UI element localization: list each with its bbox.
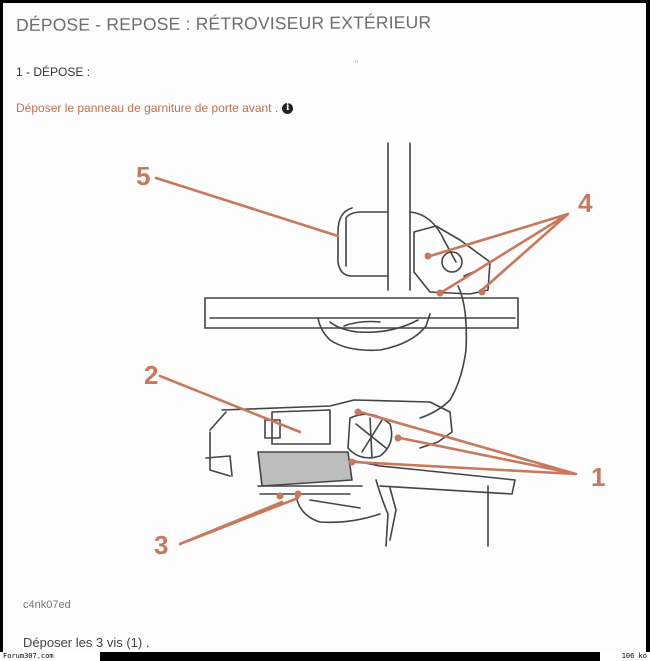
watermark-size: 106 ko <box>600 652 650 661</box>
info-icon[interactable]: i <box>282 102 294 114</box>
figure-reference: c4nk07ed <box>23 599 71 611</box>
watermark-site: Forum307.com <box>0 652 100 661</box>
callout-3: 3 <box>154 530 168 560</box>
callout-4: 4 <box>578 188 593 218</box>
document-page: DÉPOSE - REPOSE : RÉTROVISEUR EXTÉRIEUR … <box>3 3 646 652</box>
footer-instruction: Déposer les 3 vis (1) . <box>23 635 150 650</box>
mirror-removal-diagram: 5 4 2 1 3 <box>136 142 605 560</box>
callout-2: 2 <box>144 360 158 390</box>
section-heading: 1 - DÉPOSE : <box>16 65 91 79</box>
stray-mark: " <box>355 59 359 69</box>
instruction-label: Déposer le panneau de garniture de porte… <box>16 101 279 115</box>
instruction-text: Déposer le panneau de garniture de porte… <box>16 101 294 115</box>
callout-5: 5 <box>136 161 150 191</box>
callout-1: 1 <box>591 462 605 492</box>
